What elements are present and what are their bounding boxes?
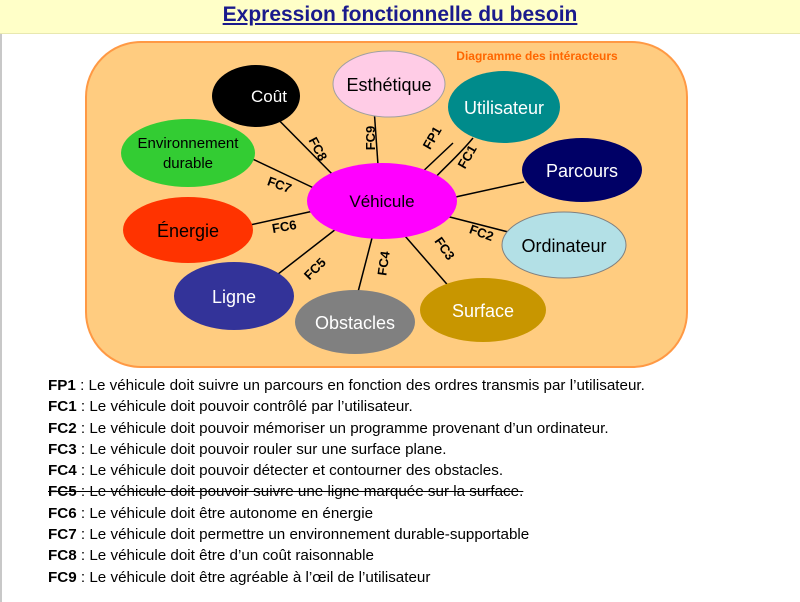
link-line-fc9 <box>373 107 379 166</box>
node-parcours-shape <box>522 138 642 202</box>
node-ligne-shape <box>174 262 294 330</box>
definition-code: FC1 <box>48 398 77 416</box>
node-surface-label: Surface <box>452 301 514 321</box>
definition-text: : Le véhicule doit permettre un environn… <box>76 526 530 544</box>
definition-text: : Le véhicule doit pouvoir contrôlé par … <box>76 398 413 416</box>
node-ligne-label: Ligne <box>212 287 256 307</box>
link-label-fc4: FC4 <box>374 249 392 276</box>
node-ordinateur-shape <box>501 211 627 279</box>
definition-text: : Le véhicule doit pouvoir suivre une li… <box>76 483 524 501</box>
diagram-caption: Diagramme des intéracteurs <box>456 49 618 63</box>
definition-fc6: FC6 : Le véhicule doit être autonome en … <box>48 503 788 524</box>
node-parcours: Parcours <box>522 138 642 202</box>
link-line-fc3 <box>404 235 453 291</box>
center-node <box>307 163 457 239</box>
node-esthetique-label: Esthétique <box>346 75 431 95</box>
definition-fc3: FC3 : Le véhicule doit pouvoir rouler su… <box>48 439 788 460</box>
node-parcours-label: Parcours <box>546 161 618 181</box>
page-left-border <box>0 0 2 602</box>
node-energie-shape <box>123 197 253 263</box>
definition-code: FC8 <box>48 547 77 565</box>
definition-fc1: FC1 : Le véhicule doit pouvoir contrôlé … <box>48 396 788 417</box>
node-energie: Énergie <box>123 197 253 263</box>
definition-fc5: FC5 : Le véhicule doit pouvoir suivre un… <box>48 481 788 502</box>
definition-fc8: FC8 : Le véhicule doit être d’un coût ra… <box>48 545 788 566</box>
link-line-fc2 <box>441 214 517 235</box>
definition-code: FP1 <box>48 377 76 394</box>
definition-text: : Le véhicule doit être agréable à l’œil… <box>76 568 431 586</box>
node-obstacles-shape <box>295 290 415 354</box>
link-label-fc6: FC6 <box>271 217 298 236</box>
node-obstacles-label: Obstacles <box>315 313 395 333</box>
node-surface-shape <box>420 278 546 342</box>
definition-code: FC5 <box>48 483 77 501</box>
definition-code: FC6 <box>48 504 77 522</box>
node-cout: Coût <box>212 65 300 127</box>
link-line-fc7 <box>243 154 319 191</box>
definition-code: FC9 <box>48 568 77 586</box>
link-line-fc6 <box>249 209 319 226</box>
definition-text: : Le véhicule doit pouvoir rouler sur un… <box>76 440 447 458</box>
definition-text: : Le véhicule doit être autonome en éner… <box>76 504 374 522</box>
definition-code: FC2 <box>48 419 77 437</box>
node-environnement-shape <box>121 119 255 187</box>
node-environnement: Environnement durable <box>121 119 255 187</box>
node-utilisateur: Utilisateur <box>448 71 560 143</box>
definition-text: : Le véhicule doit pouvoir mémoriser un … <box>76 419 609 437</box>
node-ordinateur: Ordinateur <box>501 211 627 279</box>
definition-fc2: FC2 : Le véhicule doit pouvoir mémoriser… <box>48 418 788 439</box>
node-cout-shape <box>212 65 300 127</box>
link-label-fc9: FC9 <box>363 126 378 151</box>
node-esthetique: Esthétique <box>332 50 446 118</box>
node-cout-label: Coût <box>251 87 287 106</box>
definition-text: : Le véhicule doit pouvoir détecter et c… <box>76 462 504 480</box>
node-ligne: Ligne <box>174 262 294 330</box>
definition-code: FC4 <box>48 462 77 480</box>
definition-code: FC3 <box>48 440 77 458</box>
title-bar: Expression fonctionnelle du besoin <box>0 0 800 34</box>
node-utilisateur-label: Utilisateur <box>464 98 544 118</box>
node-surface: Surface <box>420 278 546 342</box>
node-energie-label: Énergie <box>157 221 219 241</box>
node-environnement-line1: Environnement <box>138 135 240 152</box>
node-utilisateur-shape <box>448 71 560 143</box>
definition-fc9: FC9 : Le véhicule doit être agréable à l… <box>48 567 788 588</box>
definition-text: : Le véhicule doit être d’un coût raison… <box>76 547 374 565</box>
definition-fp1: FP1 : Le véhicule doit suivre un parcour… <box>48 375 788 396</box>
definitions-list: FP1 : Le véhicule doit suivre un parcour… <box>48 375 788 588</box>
definition-fc7: FC7 : Le véhicule doit permettre un envi… <box>48 524 788 545</box>
definition-text: : Le véhicule doit suivre un parcours en… <box>75 377 645 394</box>
page-title: Expression fonctionnelle du besoin <box>222 3 578 26</box>
definition-code: FC7 <box>48 526 77 544</box>
interactor-diagram: Diagramme des intéracteurs Véhicule Coût… <box>85 41 688 368</box>
node-environnement-line2: durable <box>163 155 213 172</box>
definition-fc4: FC4 : Le véhicule doit pouvoir détecter … <box>48 460 788 481</box>
center-node-label: Véhicule <box>349 192 414 211</box>
node-ordinateur-label: Ordinateur <box>521 236 606 256</box>
node-obstacles: Obstacles <box>295 290 415 354</box>
node-esthetique-shape <box>332 50 446 118</box>
link-line-fc4 <box>357 237 373 293</box>
